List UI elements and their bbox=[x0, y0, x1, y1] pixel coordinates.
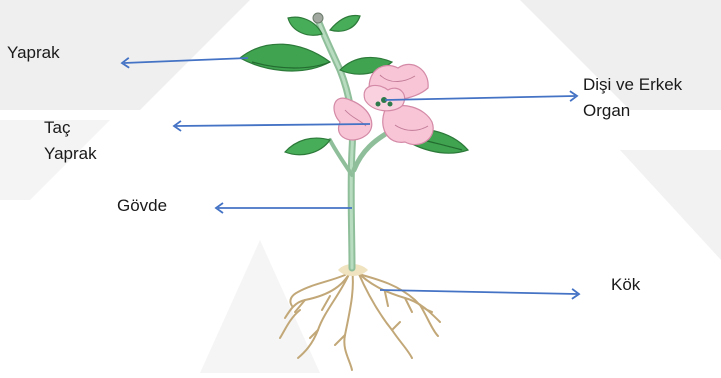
flower-bud bbox=[313, 13, 323, 23]
arrow-root bbox=[380, 290, 577, 294]
label-root: Kök bbox=[611, 272, 640, 298]
label-petal-line1: Taç bbox=[44, 115, 97, 141]
label-petal: Taç Yaprak bbox=[44, 115, 97, 167]
stem bbox=[318, 20, 392, 268]
label-stem: Gövde bbox=[117, 193, 167, 219]
label-petal-line2: Yaprak bbox=[44, 141, 97, 167]
label-organs-line1: Dişi ve Erkek bbox=[583, 72, 682, 98]
label-reproductive-organs: Dişi ve Erkek Organ bbox=[583, 72, 682, 124]
label-organs-line2: Organ bbox=[583, 98, 682, 124]
label-leaf: Yaprak bbox=[7, 40, 60, 66]
